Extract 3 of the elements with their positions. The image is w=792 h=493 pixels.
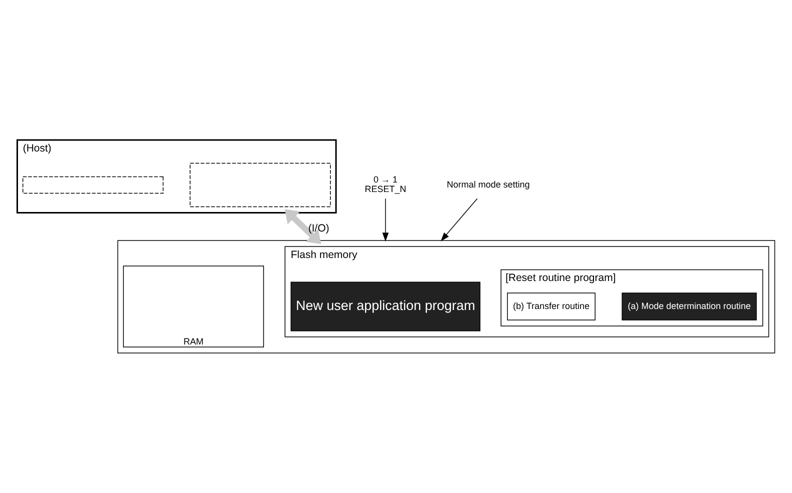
node-text: Normal mode setting bbox=[446, 179, 530, 190]
edge-label: (I/O) bbox=[308, 222, 330, 235]
node-text: 0 → 1 RESET_N bbox=[364, 174, 406, 194]
